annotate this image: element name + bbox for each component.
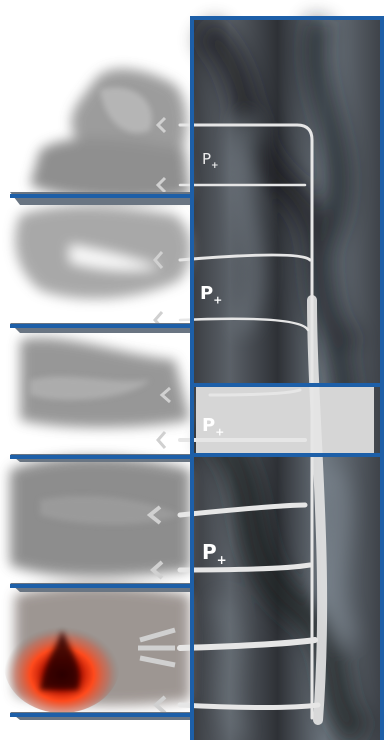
- pressure-label-3: P+: [202, 415, 224, 439]
- flow-arrow-icon: [158, 432, 165, 448]
- fire: [4, 617, 120, 713]
- pressure-label-1: P+: [202, 150, 219, 171]
- pressure-label-2: P+: [200, 283, 222, 307]
- floor-smoke: [10, 69, 191, 706]
- pressure-label-4: P+: [202, 540, 227, 567]
